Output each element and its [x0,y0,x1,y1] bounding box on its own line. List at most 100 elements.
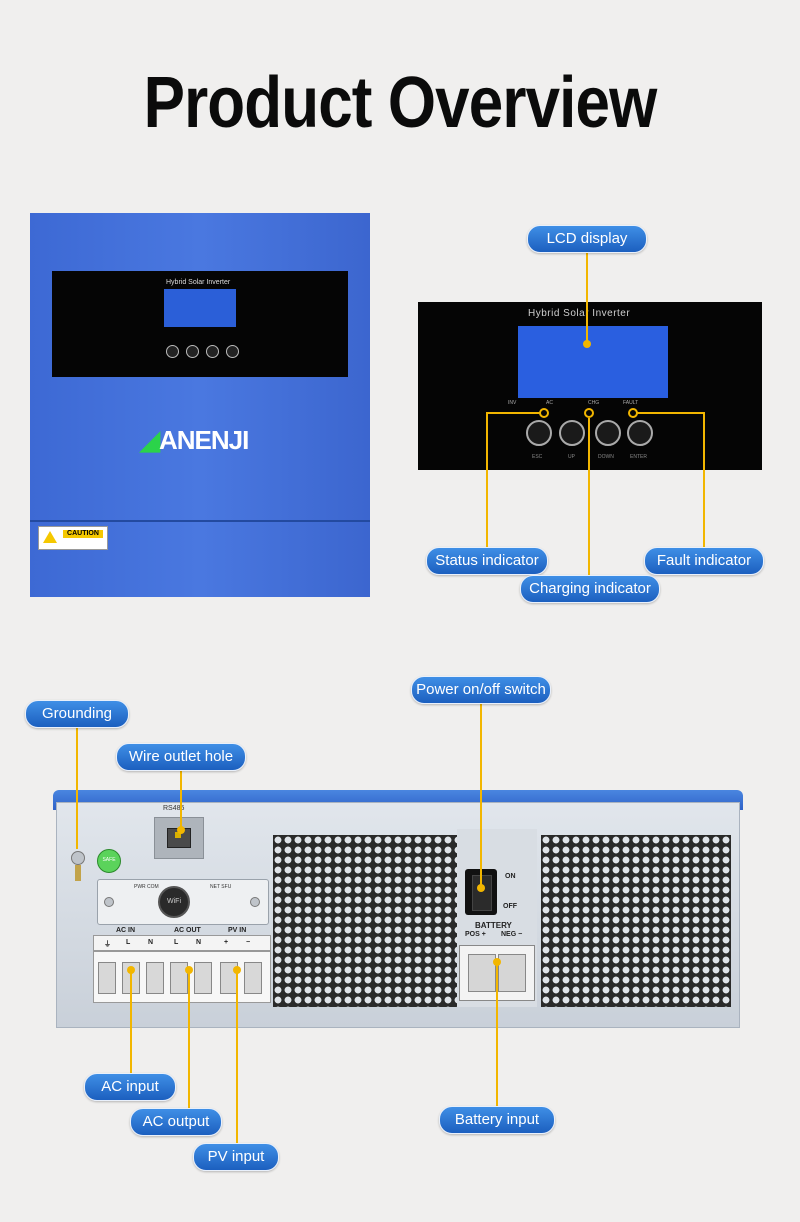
power-switch [465,869,497,915]
front-display-window: Hybrid Solar Inverter [52,271,348,377]
wire-outlet-leader [180,768,182,828]
esc-button [526,420,552,446]
rocker [472,875,492,911]
ac-out-n-label: N [196,939,202,946]
callout-status-indicator: Status indicator [426,547,548,575]
callout-fault-indicator: Fault indicator [644,547,764,575]
callout-battery-input: Battery input [439,1106,555,1134]
battery-input-leader [496,960,498,1106]
terminal-block [93,951,271,1003]
grounding-screw [67,847,85,885]
up-label: UP [568,454,575,460]
front-button [166,345,179,358]
rj45-contact [175,832,181,838]
front-display-title: Hybrid Solar Inverter [166,279,231,286]
sticker-text: SAFE [102,857,116,863]
ground-screw-head [71,851,85,865]
terminal-slot [146,962,164,994]
closeup-title: Hybrid Solar Inverter [528,308,631,319]
display-closeup: Hybrid Solar Inverter INV AC CHG FAULT E… [418,302,762,470]
callout-lcd-display: LCD display [527,225,647,253]
enter-button [627,420,653,446]
wifi-label: WiFi [167,898,181,905]
terminal-slot [244,962,262,994]
power-switch-dot [477,884,485,892]
ac-out-l-label: L [174,939,179,946]
callout-ac-input: AC input [84,1073,176,1101]
ac-input-dot [127,966,135,974]
charging-leader-v [588,418,590,576]
ground-symbol: ⏚ [104,941,111,948]
terminal-label-strip: AC IN AC OUT PV IN ⏚ L N L N + − [93,927,271,951]
battery-label: BATTERY [475,921,512,930]
callout-pv-input: PV input [193,1143,279,1171]
fault-leader-v [703,412,705,548]
plate-screw [104,897,114,907]
down-label: DOWN [598,454,614,460]
terminal-slot [170,962,188,994]
warning-icon [43,531,57,543]
wifi-connector: WiFi [158,886,190,918]
ground-lug [75,865,81,881]
caution-sticker: CAUTION [38,526,108,550]
pv-input-dot [233,966,241,974]
ac-in-n-label: N [148,939,154,946]
switch-on-label: ON [505,873,516,880]
ac-in-l-label: L [126,939,131,946]
callout-ac-output: AC output [130,1108,222,1136]
terminal-slot [98,962,116,994]
ac-output-dot [185,966,193,974]
pv-plus-label: + [224,939,229,946]
ac-in-label: AC IN [116,927,136,934]
callout-charging-indicator: Charging indicator [520,575,660,603]
inverter-front-panel: Hybrid Solar Inverter ◢ANENJI CAUTION [30,213,370,597]
closeup-lcd-screen [518,326,668,398]
safety-sticker: SAFE [97,849,121,873]
battery-slot-pos [468,954,496,992]
pv-minus-label: − [246,939,251,946]
esc-label: ESC [532,454,543,460]
pwr-com-label: PWR COM [134,884,159,890]
callout-power-switch: Power on/off switch [411,676,551,704]
wire-outlet-dot [177,826,185,834]
fault-leader-h [637,412,705,414]
lcd-leader-dot [583,340,591,348]
status-leader-h [486,412,540,414]
ac-out-label: AC OUT [174,927,201,934]
grounding-leader [76,725,78,849]
front-lcd-screen [164,289,236,327]
status-indicator-ring [539,408,549,418]
front-button [226,345,239,358]
indicator-label-chg: CHG [588,400,600,406]
net-sfu-label: NET SFU [210,884,232,890]
callout-grounding: Grounding [25,700,129,728]
pv-input-leader [236,968,238,1144]
neg-label: NEG − [501,931,523,938]
pv-in-label: PV IN [228,927,247,934]
rs485-label: RS485 [163,805,185,812]
battery-slot-neg [498,954,526,992]
pos-label: POS + [465,931,486,938]
indicator-label-fault: FAULT [623,400,639,406]
inverter-rear-panel: RS485 SAFE PWR COM NET SFU WiFi AC IN AC… [56,802,740,1028]
status-leader-v [486,412,488,548]
indicator-label-inv: INV [508,400,517,406]
wifi-module-plate: PWR COM NET SFU WiFi [97,879,269,925]
ac-input-leader [130,968,132,1074]
enter-label: ENTER [630,454,647,460]
charging-indicator-ring [584,408,594,418]
callout-wire-outlet-hole: Wire outlet hole [116,743,246,771]
page-title: Product Overview [143,63,658,143]
terminal-slot [194,962,212,994]
rj45-port [154,817,204,859]
ac-output-leader [188,968,190,1109]
lcd-leader-line [586,250,588,344]
switch-off-label: OFF [503,903,517,910]
cooling-fan-grille-right [541,835,731,1007]
front-divider [30,520,370,522]
caution-label: CAUTION [63,530,103,538]
plate-screw [250,897,260,907]
front-button [206,345,219,358]
brand-logo: ◢ANENJI [140,425,249,455]
battery-input-dot [493,958,501,966]
